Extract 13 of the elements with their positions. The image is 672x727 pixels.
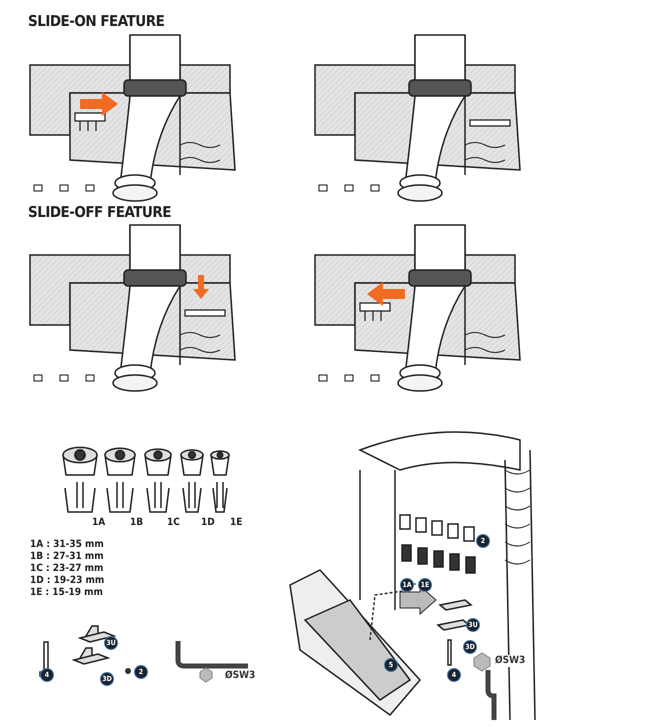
- part-label: 1C: [167, 518, 180, 528]
- section-heading: SLIDE-ON FEATURE: [28, 14, 164, 29]
- part-label: 1D: [201, 518, 215, 528]
- size-range-text: 1B : 27-31 mm: [30, 552, 104, 562]
- part-label: 1B: [130, 518, 144, 528]
- tool-size-label: ØSW3: [494, 655, 526, 667]
- size-range-text: 1A : 31-35 mm: [30, 540, 104, 550]
- part-label: 1E: [230, 518, 242, 528]
- part-label: 1A: [92, 518, 106, 528]
- size-range-text: 1C : 23-27 mm: [30, 564, 104, 574]
- size-range-text: 1E : 15-19 mm: [30, 588, 103, 598]
- size-range-text: 1D : 19-23 mm: [30, 576, 104, 586]
- section-heading: SLIDE-OFF FEATURE: [28, 205, 171, 220]
